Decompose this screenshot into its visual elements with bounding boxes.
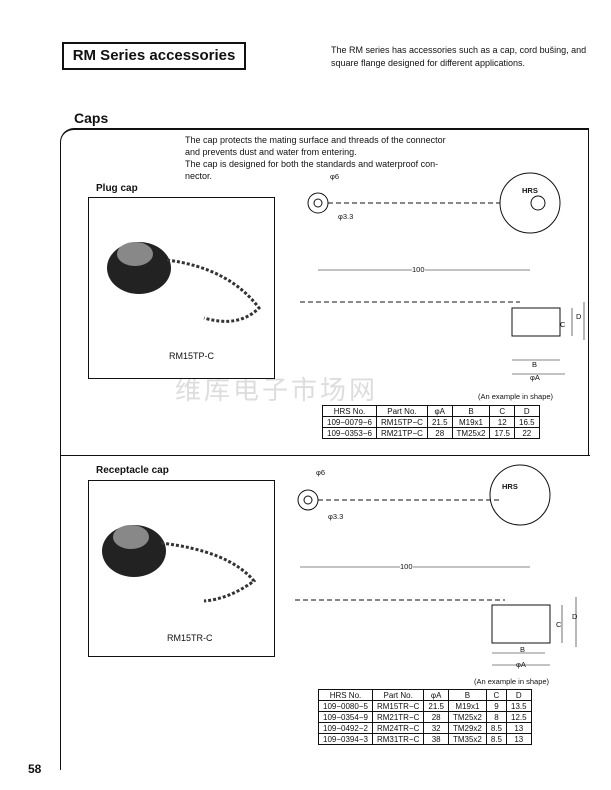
column-header: D xyxy=(514,405,540,417)
table-cell: M19x1 xyxy=(451,416,491,428)
plug-cap-photo: RM15TP-C xyxy=(88,197,275,379)
intro-text: The RM series has accessories such as a … xyxy=(331,45,587,68)
dim-d: D xyxy=(576,312,582,321)
brand-mark: HRS xyxy=(522,186,538,195)
dim-length: 100 xyxy=(412,265,425,274)
table-cell: 13.5 xyxy=(506,700,532,712)
desc-line: nector. xyxy=(185,171,213,181)
table-cell: M19x1 xyxy=(447,700,487,712)
column-header: B xyxy=(447,689,487,701)
table-cell: 21.5 xyxy=(423,700,449,712)
table-cell: RM21TP−C xyxy=(375,427,428,439)
column-header: C xyxy=(489,405,516,417)
dim-b: B xyxy=(520,645,526,654)
column-header: Part No. xyxy=(371,689,425,701)
table-cell: 109−0492−2 xyxy=(318,722,373,734)
table-cell: 109−0394−3 xyxy=(318,733,373,745)
table-cell: 17.5 xyxy=(489,427,516,439)
receptacle-cap-drawing xyxy=(295,464,577,666)
table-cell: 109−0353−6 xyxy=(322,427,377,439)
plug-note: (An example in shape) xyxy=(478,392,554,401)
column-header: Part No. xyxy=(375,405,428,417)
receptacle-cap-label: Receptacle cap xyxy=(96,465,169,476)
watermark: 维库电子市场网 xyxy=(175,376,379,406)
brand-mark: HRS xyxy=(502,482,518,491)
table-cell: 28 xyxy=(426,427,453,439)
plug-cap-drawing xyxy=(300,172,585,375)
table-cell: 28 xyxy=(423,711,449,723)
table-cell: TM25x2 xyxy=(447,711,487,723)
table-cell: 13 xyxy=(506,722,532,734)
column-header: B xyxy=(451,405,491,417)
table-cell: TM29x2 xyxy=(447,722,487,734)
table-cell: 12.5 xyxy=(506,711,532,723)
dim-phi3-3: φ3.3 xyxy=(328,512,344,521)
plug-cap-label: Plug cap xyxy=(96,183,138,194)
dim-d: D xyxy=(572,612,578,621)
page-number: 58 xyxy=(28,762,42,776)
table-cell: 9 xyxy=(485,700,508,712)
column-header: HRS No. xyxy=(322,405,377,417)
table-cell: RM31TR−C xyxy=(371,733,425,745)
column-header: HRS No. xyxy=(318,689,373,701)
column-header: D xyxy=(506,689,532,701)
table-cell: 12 xyxy=(489,416,516,428)
table-cell: RM24TR−C xyxy=(371,722,425,734)
dim-c: C xyxy=(560,320,566,329)
plug-photo-caption: RM15TP-C xyxy=(169,351,215,361)
table-cell: 13 xyxy=(506,733,532,745)
table-cell: 22 xyxy=(514,427,540,439)
receptacle-photo-caption: RM15TR-C xyxy=(167,633,213,643)
column-header: φA xyxy=(426,405,453,417)
table-cell: 109−0079−6 xyxy=(322,416,377,428)
dim-length: 100 xyxy=(400,562,413,571)
table-cell: 16.5 xyxy=(514,416,540,428)
dim-b: B xyxy=(532,360,538,369)
caps-heading: Caps xyxy=(74,110,109,126)
dim-phi6: φ6 xyxy=(316,468,326,477)
desc-line: The cap is designed for both the standar… xyxy=(185,159,439,169)
caps-frame xyxy=(60,128,589,770)
table-cell: RM21TR−C xyxy=(371,711,425,723)
receptacle-cap-photo: RM15TR-C xyxy=(88,480,275,657)
dim-a: φA xyxy=(516,660,526,669)
column-header: C xyxy=(485,689,508,701)
section-divider xyxy=(60,455,590,456)
dim-phi6: φ6 xyxy=(330,172,340,181)
dim-a: φA xyxy=(530,373,540,382)
table-cell: RM15TR−C xyxy=(371,700,425,712)
table-cell: 109−0080−5 xyxy=(318,700,373,712)
caps-description: The cap protects the mating surface and … xyxy=(185,134,446,182)
table-cell: 8.5 xyxy=(485,733,508,745)
frame-right-border xyxy=(588,128,589,455)
table-cell: 8.5 xyxy=(485,722,508,734)
desc-line: and prevents dust and water from enterin… xyxy=(185,147,357,157)
receptacle-cap-image xyxy=(102,525,257,603)
table-cell: RM15TP−C xyxy=(375,416,428,428)
dim-phi3-3: φ3.3 xyxy=(338,212,354,221)
table-cell: 8 xyxy=(485,711,508,723)
desc-line: The cap protects the mating surface and … xyxy=(185,135,446,145)
table-cell: 21.5 xyxy=(426,416,453,428)
dim-c: C xyxy=(556,620,562,629)
table-cell: TM25x2 xyxy=(451,427,491,439)
table-cell: 38 xyxy=(423,733,449,745)
table-cell: TM35x2 xyxy=(447,733,487,745)
table-cell: 32 xyxy=(423,722,449,734)
section-header: RM Series accessories xyxy=(62,42,246,70)
receptacle-note: (An example in shape) xyxy=(474,677,550,686)
plug-cap-image xyxy=(107,242,261,323)
table-cell: 109−0354−9 xyxy=(318,711,373,723)
column-header: φA xyxy=(423,689,449,701)
